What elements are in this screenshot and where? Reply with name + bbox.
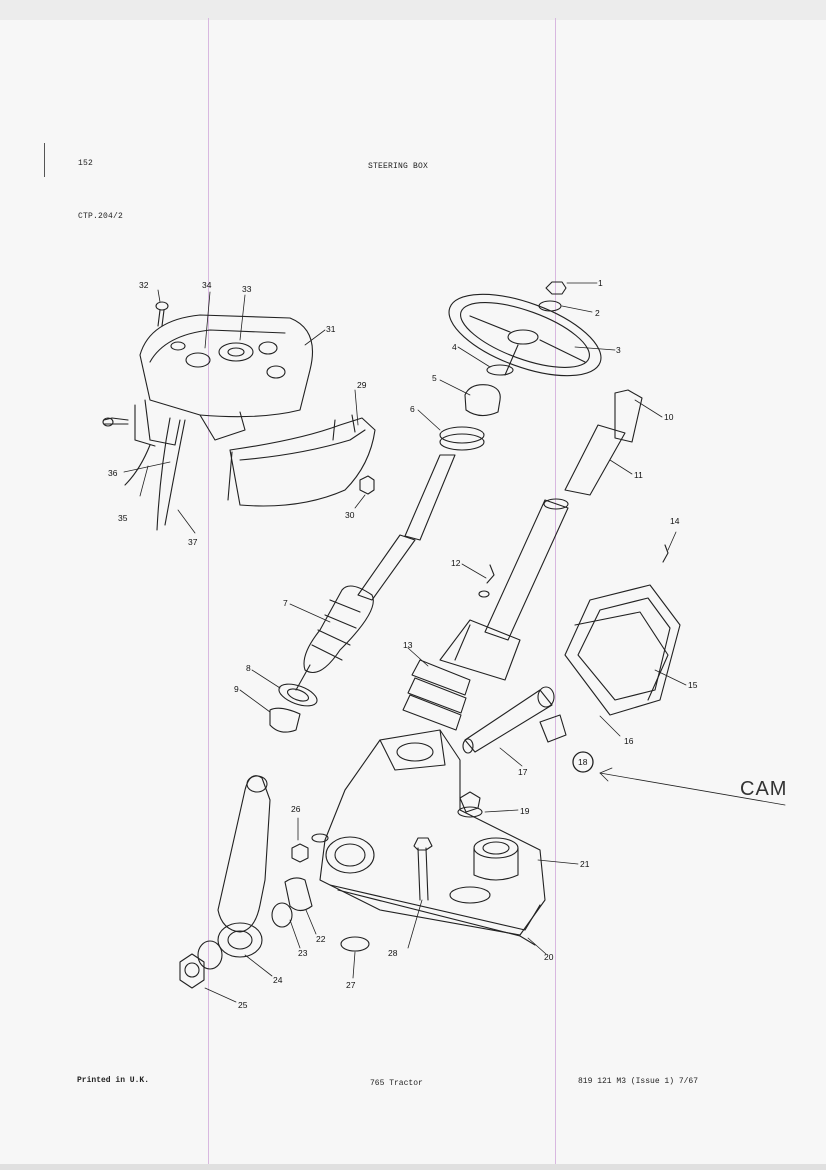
screw-32-drawing <box>155 301 169 327</box>
callout-9: 9 <box>234 684 239 694</box>
cam-plug-drawing <box>539 714 567 743</box>
callout-26: 26 <box>291 804 301 814</box>
callout-33: 33 <box>242 284 252 294</box>
fold-line-left <box>208 18 209 1170</box>
steering-column-drawing <box>439 498 569 681</box>
callout-28: 28 <box>388 948 398 958</box>
screw-left-drawing <box>103 417 129 425</box>
callout-14: 14 <box>670 516 680 526</box>
leader-lines <box>123 282 786 1003</box>
shroud-29-drawing <box>227 414 376 507</box>
callout-18: 18 <box>578 757 588 767</box>
page-title: STEERING BOX <box>368 162 429 171</box>
side-cover-15-drawing <box>564 584 681 716</box>
callout-12: 12 <box>451 558 461 568</box>
shims-13-drawing <box>402 659 471 731</box>
scan-bottom-edge <box>0 1164 826 1170</box>
callout-30: 30 <box>345 510 355 520</box>
callout-2: 2 <box>595 308 600 318</box>
nut-1-drawing <box>545 281 567 295</box>
steering-wheel-drawing <box>448 293 602 377</box>
callout-4: 4 <box>452 342 457 352</box>
callout-19: 19 <box>520 806 530 816</box>
callout-3: 3 <box>616 345 621 355</box>
callout-11: 11 <box>634 470 643 480</box>
callout-36: 36 <box>108 468 118 478</box>
instrument-cover-drawing <box>124 314 314 531</box>
callout-29: 29 <box>357 380 367 390</box>
callout-34: 34 <box>202 280 212 290</box>
callout-32: 32 <box>139 280 149 290</box>
handwritten-cam-label: CAM <box>740 778 788 800</box>
margin-mark <box>44 143 45 177</box>
plug-19-drawing <box>459 791 481 813</box>
bush-5-drawing <box>464 384 501 417</box>
bush-22-drawing <box>284 877 313 912</box>
callout-labels: 1 2 3 4 5 6 7 8 9 10 11 12 13 14 15 16 1… <box>108 278 698 1010</box>
callout-21: 21 <box>580 859 590 869</box>
callout-8: 8 <box>246 663 251 673</box>
callout-35: 35 <box>118 513 128 523</box>
drop-arm-drawing <box>217 775 271 958</box>
screw-14-drawing <box>662 544 669 563</box>
cup-9-drawing <box>269 707 301 733</box>
callout-10: 10 <box>664 412 674 422</box>
callout-6: 6 <box>410 404 415 414</box>
screw-12-drawing <box>486 564 495 584</box>
callout-16: 16 <box>624 736 634 746</box>
callout-31: 31 <box>326 324 336 334</box>
tube-10-drawing <box>614 389 643 443</box>
worm-shaft-drawing <box>295 454 456 691</box>
scan-top-edge <box>0 0 826 20</box>
page-number: 152 <box>78 159 94 168</box>
cam-circle-mark <box>572 751 594 773</box>
fold-line-right <box>555 18 556 1170</box>
callout-24: 24 <box>273 975 283 985</box>
reference-code: CTP.204/2 <box>78 212 124 221</box>
bolt-28-drawing <box>417 847 429 901</box>
callout-13: 13 <box>403 640 413 650</box>
footer-printed: Printed in U.K. <box>77 1076 150 1085</box>
callout-37: 37 <box>188 537 198 547</box>
callout-20: 20 <box>544 952 554 962</box>
callout-5: 5 <box>432 373 437 383</box>
callout-1: 1 <box>598 278 603 288</box>
callout-15: 15 <box>688 680 698 690</box>
nut-26-drawing <box>291 843 309 863</box>
bearing-8-drawing <box>278 683 318 707</box>
callout-25: 25 <box>238 1000 248 1010</box>
footer-model: 765 Tractor <box>370 1079 423 1088</box>
callout-23: 23 <box>298 948 308 958</box>
callout-17: 17 <box>518 767 528 777</box>
washer-2-drawing <box>538 300 562 312</box>
callout-22: 22 <box>316 934 326 944</box>
plate-27-drawing <box>340 936 370 952</box>
tube-11-drawing <box>564 424 626 496</box>
steering-housing-drawing <box>319 729 546 946</box>
nut-25-drawing <box>179 953 205 989</box>
callout-27: 27 <box>346 980 356 990</box>
footer-doc-ref: 819 121 M3 (Issue 1) 7/67 <box>578 1077 699 1086</box>
nut-30-drawing <box>359 475 375 495</box>
rocker-shaft-17-drawing <box>462 686 555 754</box>
callout-7: 7 <box>283 598 288 608</box>
